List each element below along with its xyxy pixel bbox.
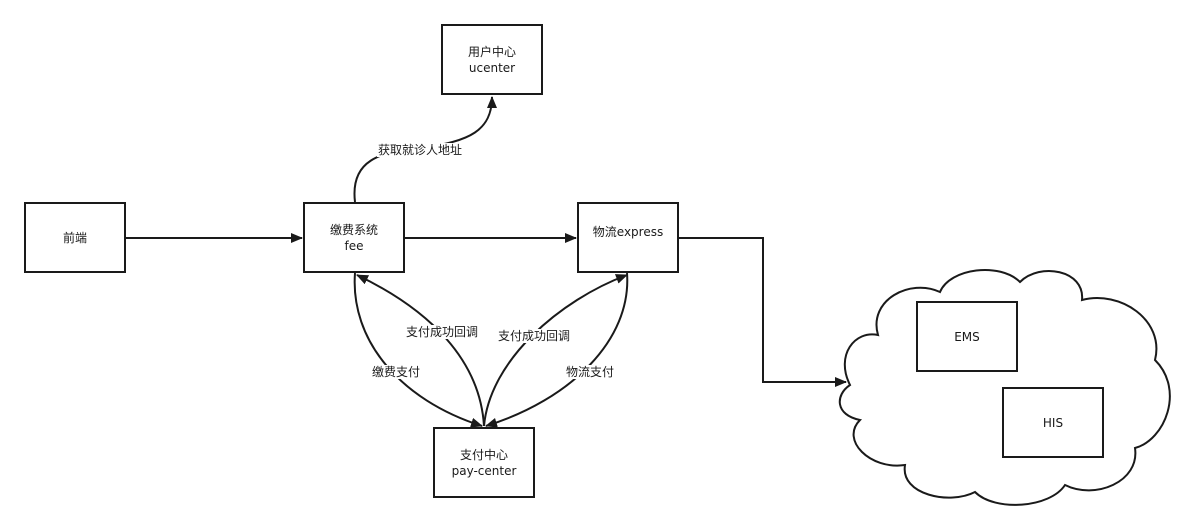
node-ucenter[interactable]: 用户中心 ucenter <box>441 24 543 95</box>
node-ems[interactable]: EMS <box>916 301 1018 372</box>
node-frontend-label: 前端 <box>62 230 87 245</box>
edge-label-fee-ucenter: 获取就诊人地址 <box>377 143 464 157</box>
node-paycenter-label: 支付中心 <box>459 447 508 462</box>
node-his[interactable]: HIS <box>1002 387 1104 458</box>
node-fee[interactable]: 缴费系统 fee <box>303 202 405 273</box>
node-fee-sublabel: fee <box>344 238 364 253</box>
edge-pay-express <box>483 274 628 427</box>
edge-label-pay-fee: 支付成功回调 <box>405 325 480 339</box>
node-paycenter-sublabel: pay-center <box>451 463 517 478</box>
node-ucenter-sublabel: ucenter <box>468 60 516 75</box>
node-fee-label: 缴费系统 <box>329 222 378 237</box>
edge-fee-pay <box>353 272 483 428</box>
node-frontend[interactable]: 前端 <box>24 202 126 273</box>
edge-label-fee-pay: 缴费支付 <box>371 365 422 379</box>
edge-express-pay <box>485 272 629 428</box>
edge-express-cloud <box>679 237 847 387</box>
node-express-label: 物流express <box>592 225 664 239</box>
edge-label-express-pay: 物流支付 <box>565 365 616 379</box>
node-paycenter[interactable]: 支付中心 pay-center <box>433 427 535 498</box>
node-ems-label: EMS <box>954 329 980 344</box>
node-ucenter-label: 用户中心 <box>467 44 516 59</box>
edge-label-pay-express: 支付成功回调 <box>497 329 572 343</box>
node-express[interactable]: 物流express <box>577 202 679 273</box>
node-his-label: HIS <box>1042 415 1064 430</box>
